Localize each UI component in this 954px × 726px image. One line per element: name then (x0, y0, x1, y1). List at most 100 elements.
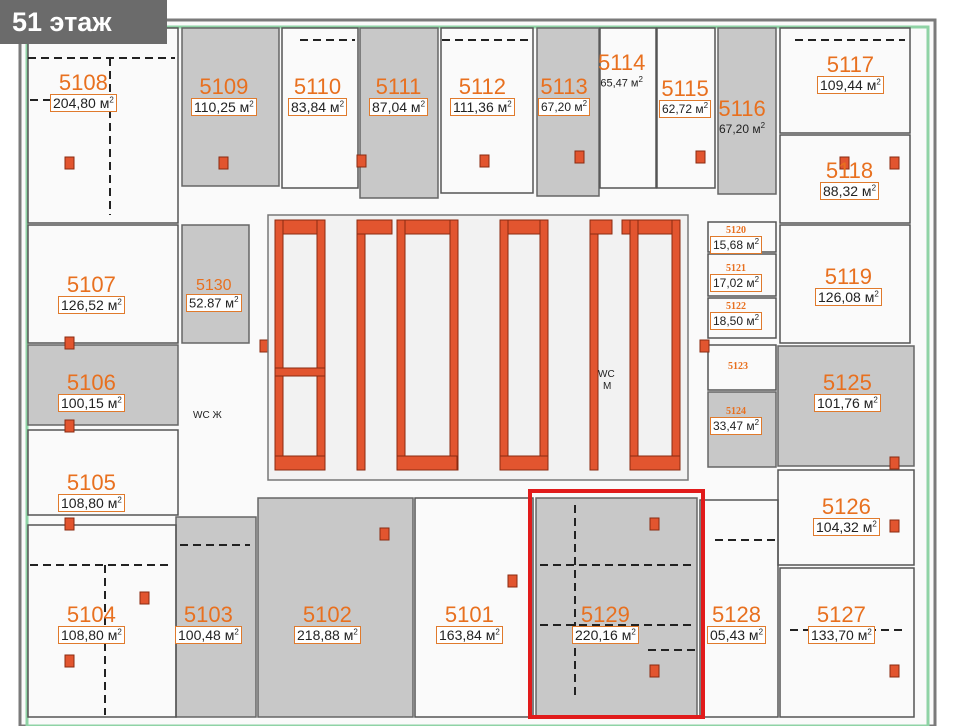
room-5128[interactable]: 5128 05,43 м2 (707, 602, 767, 645)
room-5119[interactable]: 5119 126,08 м2 (815, 266, 882, 307)
room-number: 5109 (199, 74, 249, 99)
highlight-frame (528, 489, 705, 719)
room-5120[interactable]: 5120 15,68 м2 (710, 225, 763, 254)
room-area: 62,72 м2 (659, 100, 712, 118)
room-5122[interactable]: 5122 18,50 м2 (710, 301, 763, 330)
room-number: 5130 (195, 277, 232, 294)
room-area: 126,52 м2 (58, 296, 125, 315)
room-5107[interactable]: 5107 126,52 м2 (58, 274, 125, 315)
room-5117[interactable]: 5117 109,44 м2 (817, 54, 884, 95)
room-number: 5127 (816, 602, 866, 627)
room-5101[interactable]: 5101 163,84 м2 (436, 604, 503, 645)
room-5106[interactable]: 5106 100,15 м2 (58, 372, 125, 413)
room-area: 52.87 м2 (186, 294, 242, 313)
room-5113[interactable]: 5113 67,20 м2 (538, 74, 591, 116)
core-walls (274, 219, 681, 471)
room-area: 108,80 м2 (58, 626, 125, 645)
room-area: 83,84 м2 (288, 98, 348, 117)
wc-men-label-top: WC (598, 369, 615, 380)
room-number: 5104 (66, 602, 116, 627)
floor-label: 51 этаж (0, 0, 167, 44)
room-number: 5105 (66, 470, 116, 495)
room-5115[interactable]: 5115 62,72 м2 (659, 76, 712, 118)
room-number: 5101 (444, 602, 494, 627)
room-5127[interactable]: 5127 133,70 м2 (808, 604, 875, 645)
room-number: 5114 (598, 50, 646, 75)
room-number: 5119 (824, 264, 873, 289)
room-number: 5117 (826, 52, 875, 77)
room-5124[interactable]: 5124 33,47 м2 (710, 406, 763, 435)
room-5109[interactable]: 5109 110,25 м2 (191, 76, 257, 117)
room-area: 17,02 м2 (710, 274, 763, 292)
room-area: 220,16 м2 (572, 626, 639, 645)
room-area: 109,44 м2 (817, 76, 884, 95)
room-5130[interactable]: 5130 52.87 м2 (186, 277, 242, 313)
room-number: 5121 (726, 263, 747, 274)
room-5108[interactable]: 5108 204,80 м2 (50, 72, 117, 113)
room-5112[interactable]: 5112 111,36 м2 (450, 76, 515, 117)
room-area: 126,08 м2 (815, 288, 882, 307)
room-number: 5128 (712, 602, 761, 627)
room-area: 67,20 м2 (719, 121, 766, 136)
room-area: 110,25 м2 (191, 98, 257, 117)
room-number: 5124 (726, 406, 747, 417)
room-number: 5122 (726, 301, 747, 312)
room-5125[interactable]: 5125 101,76 м2 (814, 372, 881, 413)
room-5105[interactable]: 5105 108,80 м2 (58, 472, 125, 513)
room-number: 5110 (293, 74, 342, 99)
wc-women-label: WC Ж (193, 410, 222, 421)
room-number: 5113 (540, 74, 588, 99)
room-area: 87,04 м2 (369, 98, 429, 117)
room-number: 5106 (66, 370, 116, 395)
room-number: 5125 (822, 370, 872, 395)
room-area: 100,15 м2 (58, 394, 125, 413)
room-area: 88,32 м2 (820, 182, 880, 201)
room-number: 5129 (580, 602, 630, 627)
room-5110[interactable]: 5110 83,84 м2 (288, 74, 348, 117)
room-area: 101,76 м2 (814, 394, 881, 413)
room-area: 18,50 м2 (710, 312, 763, 330)
room-number: 5108 (58, 70, 108, 95)
wc-men-label-bottom: М (603, 381, 612, 392)
room-area: 65,47 м2 (600, 75, 643, 90)
room-5126[interactable]: 5126 104,32 м2 (813, 496, 880, 537)
room-area: 67,20 м2 (538, 98, 591, 116)
room-number: 5116 (718, 96, 766, 121)
room-number: 5102 (302, 602, 352, 627)
room-area: 33,47 м2 (710, 417, 763, 435)
columns (64, 150, 900, 678)
room-5123[interactable]: 5123 (728, 362, 748, 372)
room-number: 5111 (375, 74, 422, 99)
core-area (267, 214, 689, 481)
room-number: 5126 (821, 494, 871, 519)
room-number: 5120 (726, 225, 747, 236)
room-5111[interactable]: 5111 87,04 м2 (369, 74, 429, 117)
facade-green (25, 25, 930, 726)
room-number: 5115 (661, 76, 709, 101)
room-5118[interactable]: 5118 88,32 м2 (820, 160, 880, 201)
room-area: 05,43 м2 (707, 626, 767, 645)
room-area: 133,70 м2 (808, 626, 875, 645)
room-5116[interactable]: 5116 67,20 м2 (717, 98, 767, 138)
room-area: 108,80 м2 (58, 494, 125, 513)
room-number: 5107 (66, 272, 116, 297)
room-area: 204,80 м2 (50, 94, 117, 113)
room-area: 104,32 м2 (813, 518, 880, 537)
room-area: 163,84 м2 (436, 626, 503, 645)
room-area: 111,36 м2 (450, 98, 515, 117)
room-5121[interactable]: 5121 17,02 м2 (710, 263, 763, 292)
room-5104[interactable]: 5104 108,80 м2 (58, 604, 125, 645)
room-number: 5103 (183, 602, 233, 627)
room-number: 5112 (458, 74, 507, 99)
room-walls (27, 27, 915, 718)
room-5114[interactable]: 5114 65,47 м2 (598, 52, 645, 92)
room-5129[interactable]: 5129 220,16 м2 (572, 604, 639, 645)
room-area: 100,48 м2 (175, 626, 242, 645)
room-number: 5123 (728, 361, 748, 372)
room-5103[interactable]: 5103 100,48 м2 (175, 604, 242, 645)
room-5102[interactable]: 5102 218,88 м2 (294, 604, 361, 645)
room-area: 15,68 м2 (710, 236, 763, 254)
gray-rooms (27, 27, 915, 718)
partition-dashes (28, 39, 905, 715)
